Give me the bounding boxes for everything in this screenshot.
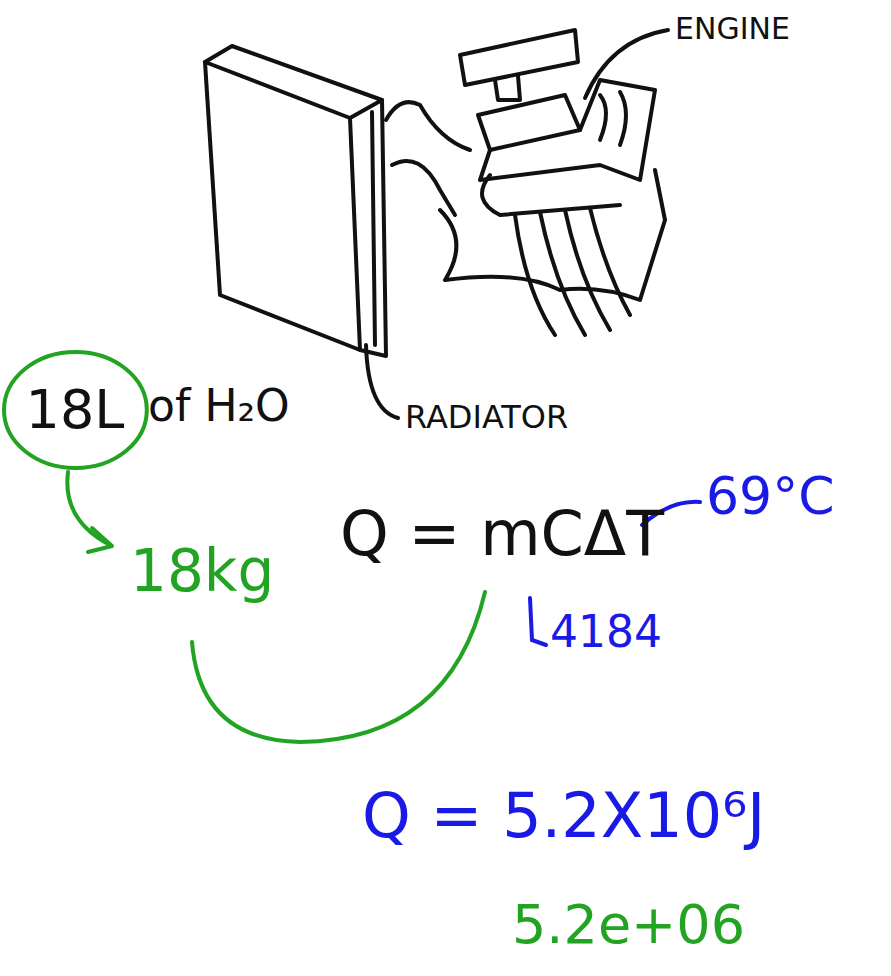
part-name: RADIATOR xyxy=(405,400,568,435)
engine-block xyxy=(480,80,655,180)
value-link xyxy=(530,598,546,645)
circled-value: 18L xyxy=(0,348,150,472)
radiator-edge xyxy=(372,112,375,345)
pipe xyxy=(515,215,555,335)
hose xyxy=(386,102,470,150)
radiator-front xyxy=(205,62,360,350)
leader-line xyxy=(366,345,398,418)
engine-base xyxy=(440,170,665,300)
result-scientific: 5.2e+06 xyxy=(512,895,745,954)
engine-stem xyxy=(495,76,520,100)
pipe xyxy=(540,212,585,335)
pipe xyxy=(565,210,610,330)
part-name: ENGINE xyxy=(675,12,790,45)
result: Q = 5.2X10⁶J xyxy=(362,782,765,850)
formula: Q = mCΔT xyxy=(340,500,664,568)
arrowhead xyxy=(88,528,112,552)
engine-block xyxy=(482,175,620,215)
mass-value: 18kg xyxy=(130,540,274,604)
engine-detail xyxy=(620,92,626,145)
radiator-side xyxy=(360,100,386,356)
substitution-curve xyxy=(192,592,485,742)
temperature-value: 69°C xyxy=(706,468,834,525)
hose xyxy=(392,161,455,215)
engine-head xyxy=(478,95,580,150)
radiator-top xyxy=(205,46,382,118)
pipe xyxy=(590,208,630,315)
specific-heat-value: 4184 xyxy=(550,608,662,656)
value-text: 18L xyxy=(26,380,125,439)
leader-line xyxy=(585,30,668,98)
engine-detail xyxy=(600,95,606,140)
substance-note: of H₂O xyxy=(148,382,290,430)
conversion-arrow xyxy=(67,472,110,545)
